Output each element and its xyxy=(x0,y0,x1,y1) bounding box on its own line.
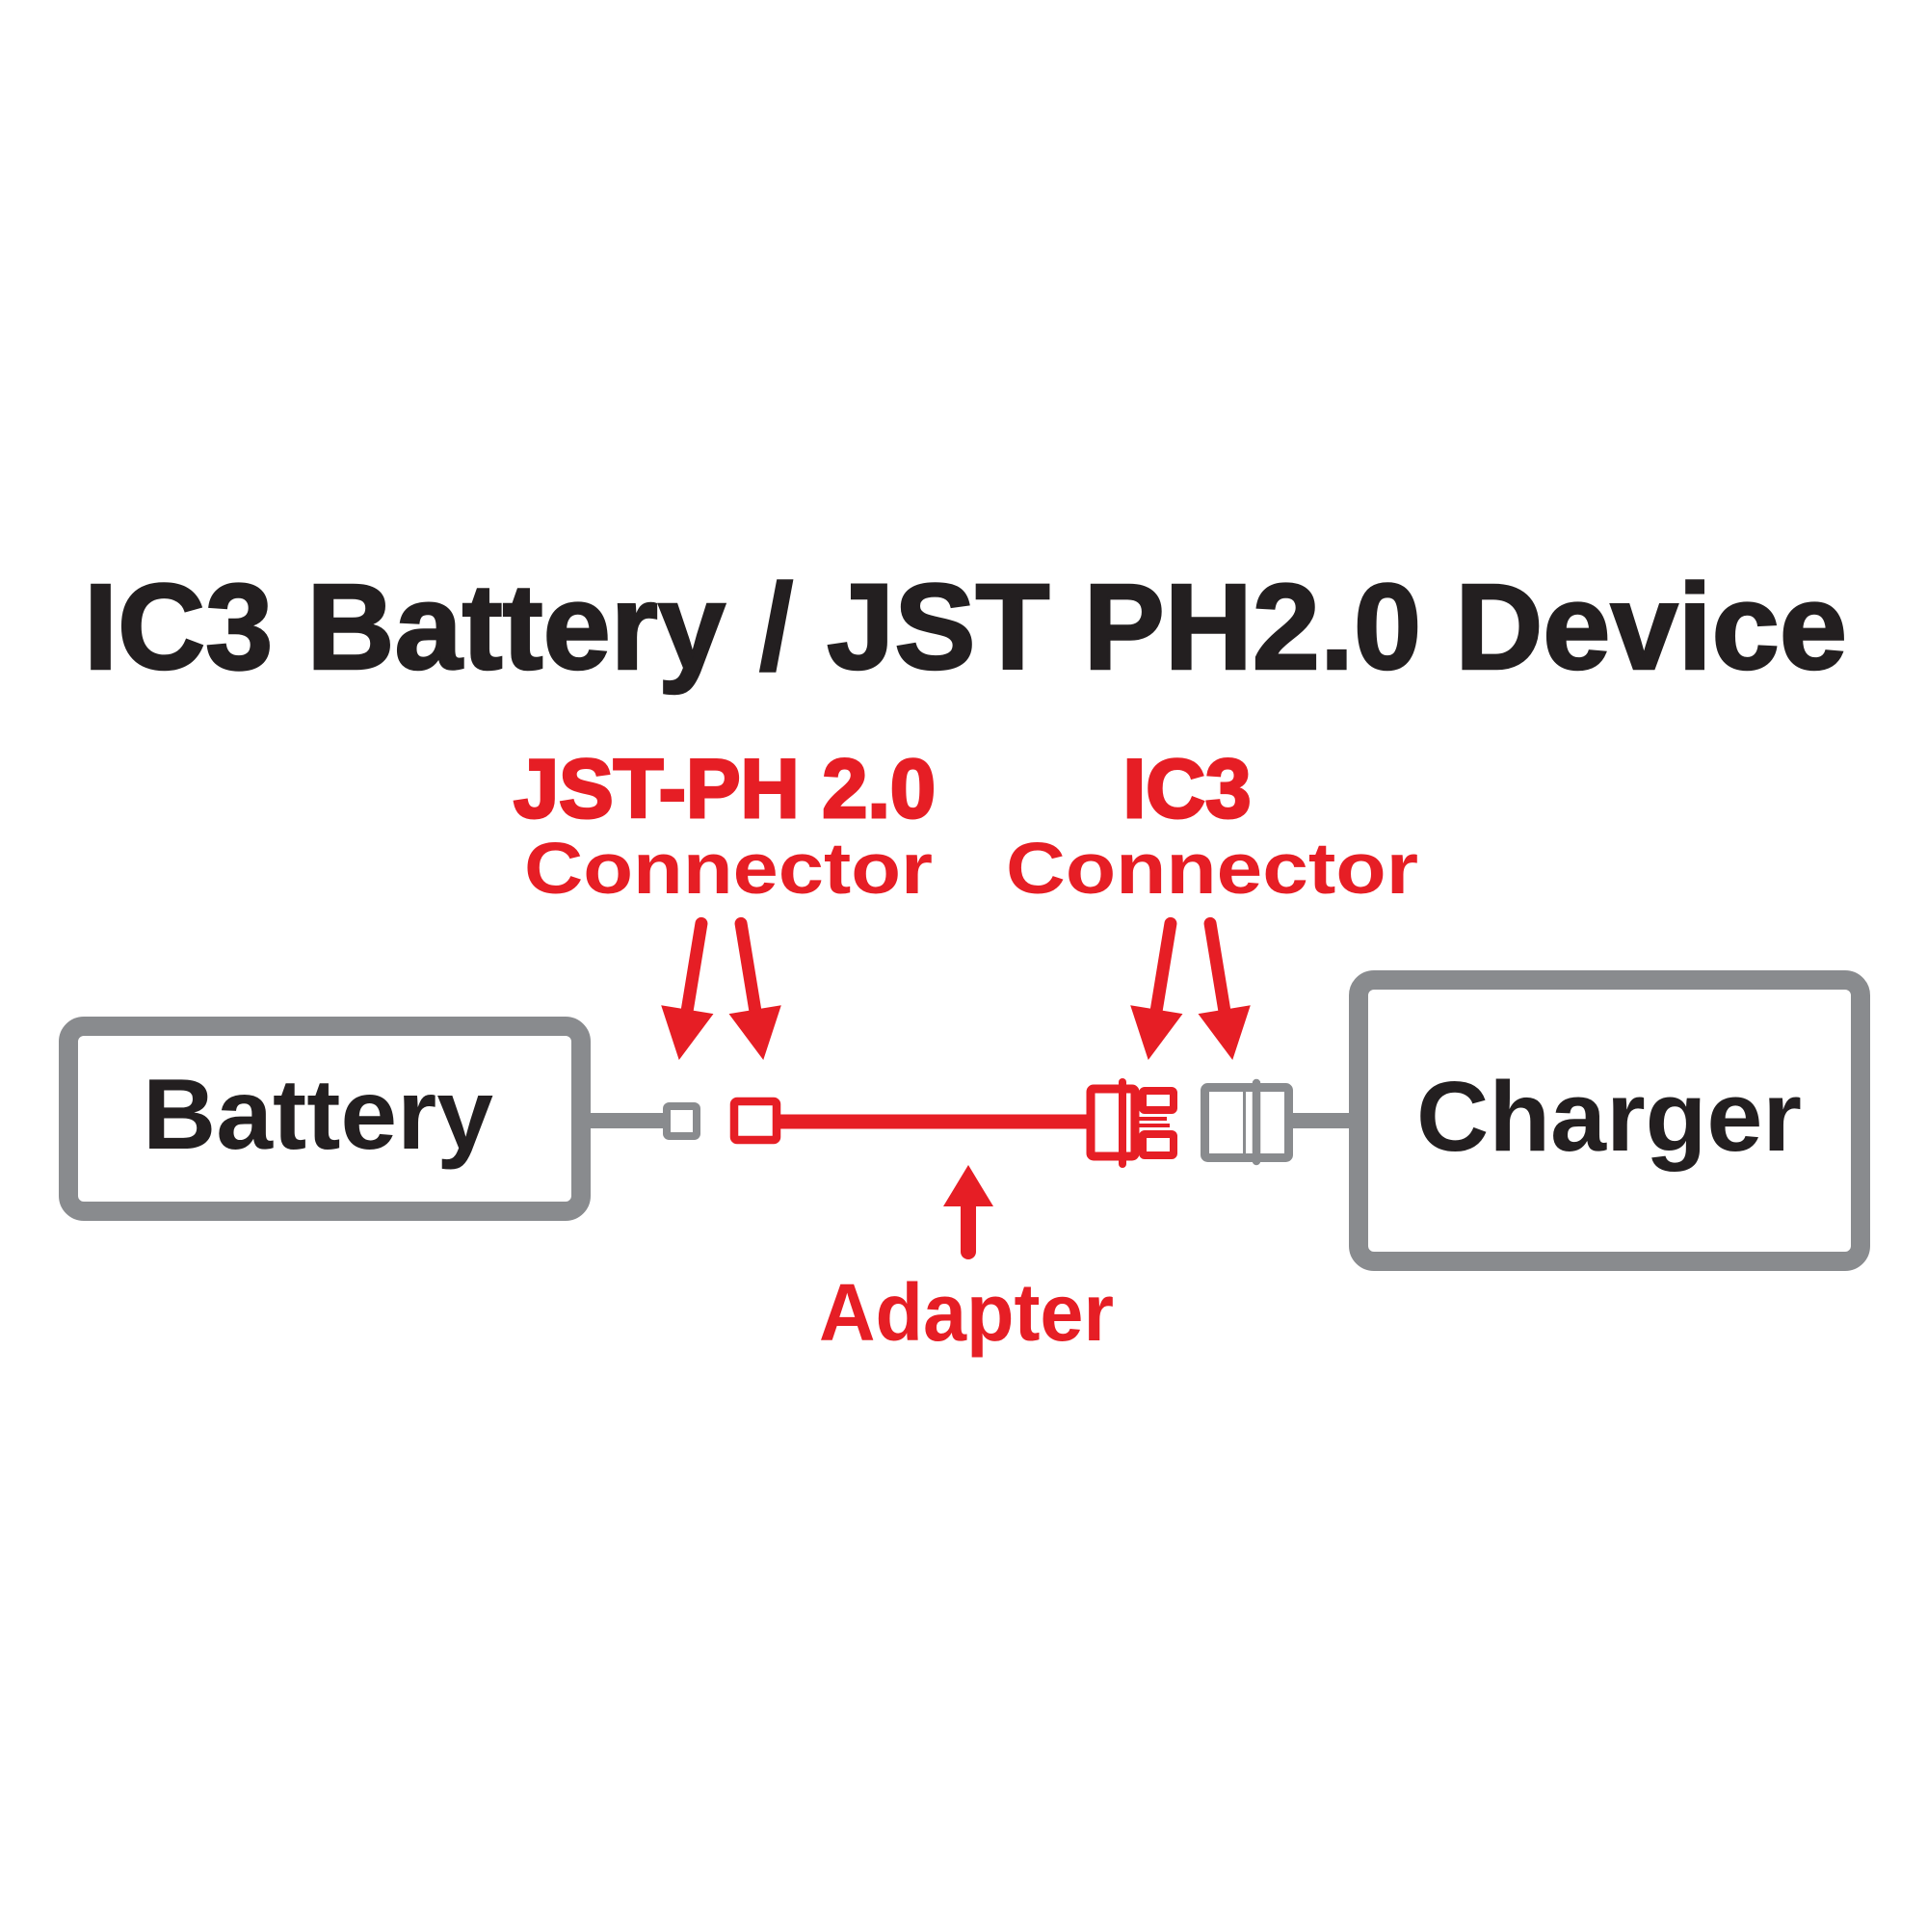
svg-text:Connector: Connector xyxy=(1006,828,1418,909)
svg-text:JST-PH 2.0: JST-PH 2.0 xyxy=(514,743,936,835)
svg-text:IC3 Battery / JST PH2.0 Device: IC3 Battery / JST PH2.0 Device xyxy=(84,559,1847,695)
svg-text:Connector: Connector xyxy=(524,828,933,909)
svg-text:Adapter: Adapter xyxy=(819,1267,1114,1358)
svg-text:IC3: IC3 xyxy=(1123,743,1252,835)
svg-text:Charger: Charger xyxy=(1416,1061,1802,1172)
svg-text:Battery: Battery xyxy=(143,1059,493,1171)
